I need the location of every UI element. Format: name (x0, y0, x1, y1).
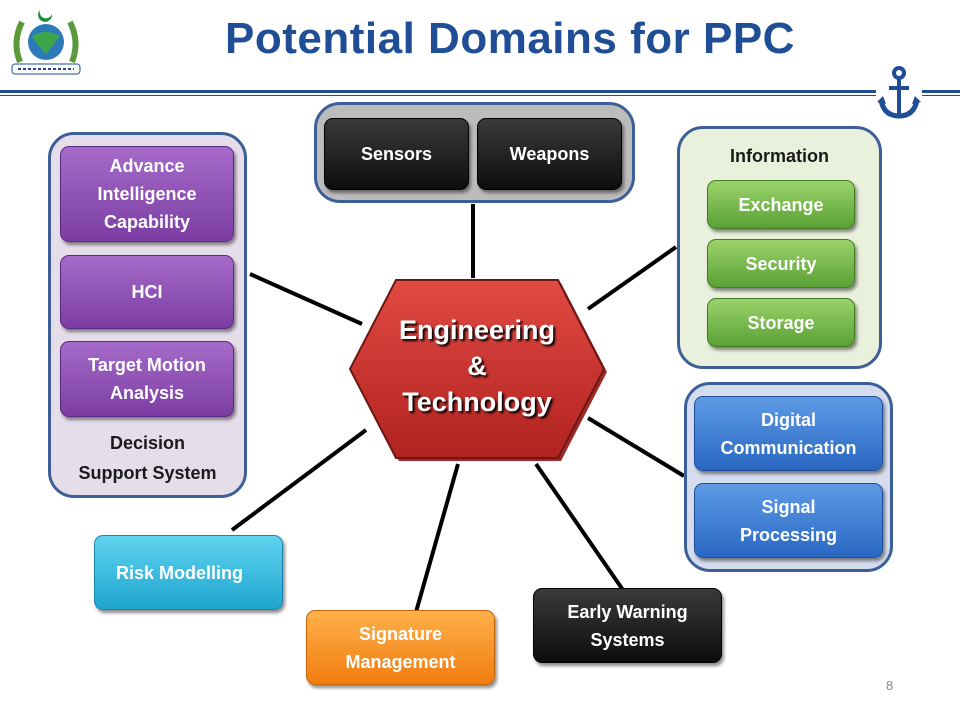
page-title: Potential Domains for PPC (225, 14, 795, 63)
decision-support-label: Decision Support System (50, 428, 245, 488)
security-box: Security (707, 239, 855, 288)
target-motion-box: Target Motion Analysis (60, 341, 234, 417)
digital-communication-box: Digital Communication (694, 396, 883, 471)
center-label-line1: Engineering (398, 315, 555, 345)
title-rule-thin (0, 95, 960, 96)
connector-signature (414, 463, 460, 613)
advance-intelligence-box: Advance Intelligence Capability (60, 146, 234, 242)
storage-box: Storage (707, 298, 855, 347)
signal-processing-box: Signal Processing (694, 483, 883, 558)
page-number: 8 (886, 678, 894, 693)
decision-support-label-line2: Support System (78, 463, 217, 483)
connector-right-top (586, 245, 678, 311)
center-label: Engineering & Technology (346, 312, 608, 420)
early-warning-box: Early Warning Systems (533, 588, 722, 663)
sensors-box: Sensors (324, 118, 469, 190)
center-hexagon (348, 279, 607, 461)
hci-box: HCI (60, 255, 234, 329)
anchor-icon (876, 66, 922, 119)
decision-support-label-line1: Decision (109, 433, 186, 453)
emblem-logo-icon (11, 10, 81, 75)
center-label-line2: & (467, 351, 487, 381)
weapons-box: Weapons (477, 118, 622, 190)
connector-early-warning (534, 462, 625, 592)
connector-left (249, 272, 363, 326)
risk-modelling-box: Risk Modelling (94, 535, 283, 610)
connector-risk (230, 428, 368, 532)
connector-right-bottom (586, 416, 686, 478)
signature-management-box: Signature Management (306, 610, 495, 685)
title-rule (0, 90, 960, 93)
exchange-box: Exchange (707, 180, 855, 229)
center-label-line3: Technology (402, 387, 552, 417)
information-label: Information (730, 146, 829, 166)
